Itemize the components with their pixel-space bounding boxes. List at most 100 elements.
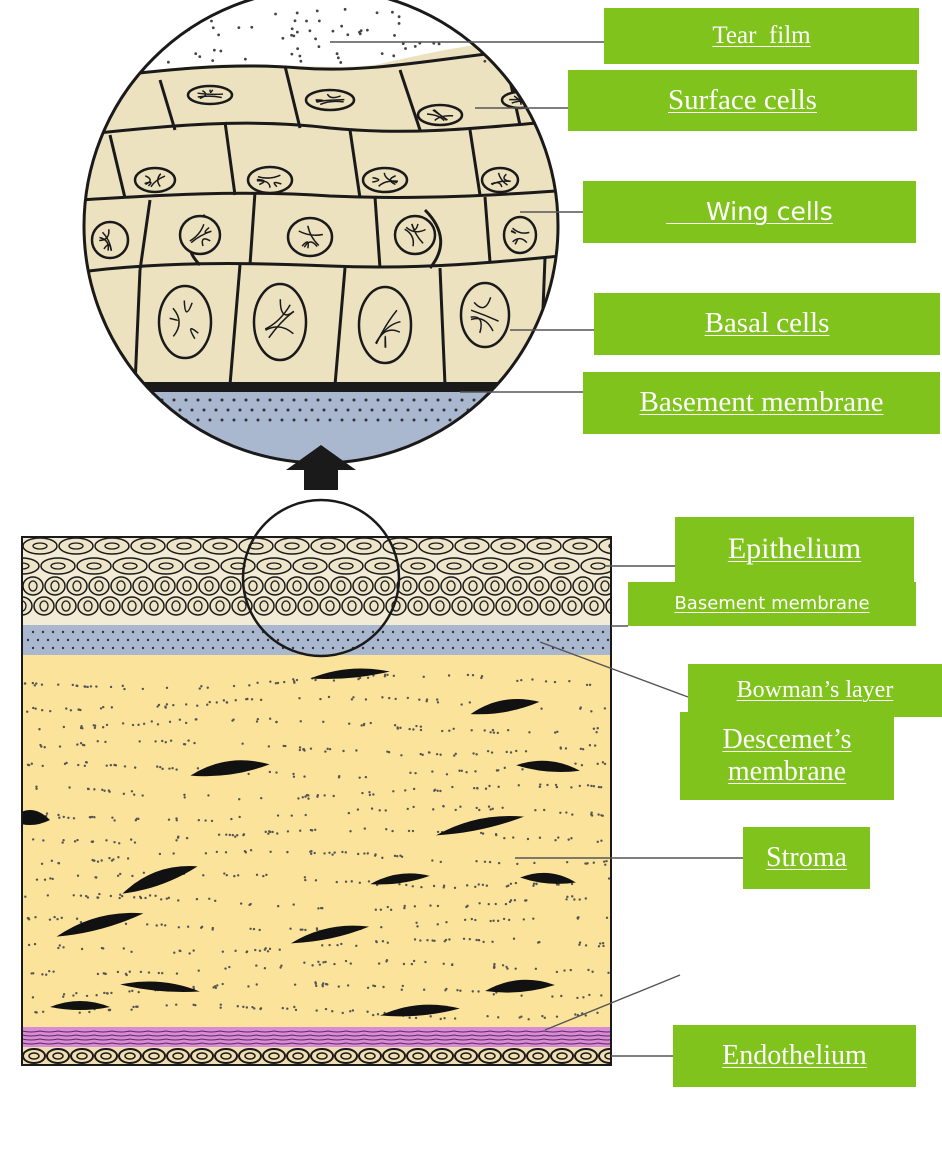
stroma-dot [246, 1006, 248, 1008]
endothelium-cell [551, 1049, 573, 1063]
epithelium-cell [455, 538, 489, 554]
stroma-dot [59, 745, 61, 747]
epithelium-cell [276, 597, 296, 615]
bowman-dot [419, 409, 422, 412]
label-descemets-line1: Descemet’s [722, 724, 851, 756]
stroma-dot [484, 729, 486, 731]
stroma-dot [103, 790, 105, 792]
stroma-dot [110, 992, 112, 994]
bowman-dot [527, 639, 529, 641]
bowman-dot [227, 639, 229, 641]
stroma-dot [328, 944, 330, 946]
stroma-dot [109, 1009, 111, 1011]
stroma-dot [408, 1016, 410, 1018]
stroma-dot [420, 729, 422, 731]
bowman-dot [112, 631, 114, 633]
stroma-dot [264, 949, 266, 951]
stroma-dot [352, 696, 354, 698]
label-basement-membrane-bottom[interactable]: Basement membrane [628, 582, 916, 626]
bowman-dot [82, 647, 84, 649]
stroma-dot [178, 949, 180, 951]
stroma-dot [463, 938, 465, 940]
stroma-dot [475, 753, 477, 755]
label-basement-membrane-bottom-text: Basement membrane [674, 594, 869, 615]
stroma-dot [143, 872, 145, 874]
stroma-dot [123, 793, 125, 795]
endothelium-cells [23, 1049, 621, 1063]
bowman-dot [395, 409, 398, 412]
tear-dot [376, 11, 379, 14]
stroma-dot [243, 833, 245, 835]
stroma-dot [491, 941, 493, 943]
stroma-dot [102, 706, 104, 708]
stroma-dot [104, 741, 106, 743]
label-wing-cells[interactable]: Wing cells [583, 181, 916, 243]
stroma-dot [154, 740, 156, 742]
label-basal-cells-text: Basal cells [705, 307, 830, 340]
bowman-dot [437, 419, 440, 422]
endothelium-cell [503, 1049, 525, 1063]
stroma-dot [101, 789, 103, 791]
bowman-dot [462, 631, 464, 633]
stroma-dot [563, 969, 565, 971]
stroma-dot [265, 831, 267, 833]
stroma-dot [159, 766, 161, 768]
stroma-dot [48, 970, 50, 972]
stroma-dot [433, 790, 435, 792]
tear-dot [316, 9, 319, 12]
stroma-dot [570, 837, 572, 839]
label-epithelium[interactable]: Epithelium [675, 517, 914, 582]
bowman-dot [42, 647, 44, 649]
stroma-dot [412, 885, 414, 887]
stroma-dot [497, 1016, 499, 1018]
stroma-dot [95, 994, 97, 996]
stroma-dot [122, 722, 124, 724]
stroma-dot [596, 763, 598, 765]
label-surface-cells[interactable]: Surface cells [568, 70, 917, 131]
bowman-dot [137, 639, 139, 641]
stroma-dot [433, 885, 435, 887]
stroma-dot [600, 994, 602, 996]
stroma-dot [76, 685, 78, 687]
label-bowmans-layer[interactable]: Bowman’s layer [688, 664, 942, 717]
bowman-layer [22, 625, 611, 655]
stroma-dot [256, 874, 258, 876]
stroma-dot [226, 701, 228, 703]
stroma-dot [184, 796, 186, 798]
bowman-dot [487, 639, 489, 641]
tear-dot [164, 7, 167, 10]
stroma-dot [269, 771, 271, 773]
bowman-dot [467, 639, 469, 641]
label-tear-film[interactable]: Tear film [604, 8, 919, 64]
epithelium-cell [364, 597, 384, 615]
stroma-dot [260, 797, 262, 799]
bowman-dot [92, 631, 94, 633]
bowman-dot [149, 419, 152, 422]
endothelium-cell [119, 1049, 141, 1063]
stroma-dot [289, 928, 291, 930]
stroma-dot [176, 972, 178, 974]
stroma-dot [315, 879, 317, 881]
stroma-dot [250, 849, 252, 851]
bowman-dot [371, 409, 374, 412]
label-basement-membrane-top[interactable]: Basement membrane [583, 372, 940, 434]
stroma-dot [342, 1012, 344, 1014]
label-basal-cells[interactable]: Basal cells [594, 293, 940, 355]
stroma-dot [491, 751, 493, 753]
stroma-dot [247, 773, 249, 775]
stroma-dot [566, 896, 568, 898]
stroma-dot [110, 764, 112, 766]
bowman-dot [101, 419, 104, 422]
stroma-dot [44, 878, 46, 880]
label-endothelium[interactable]: Endothelium [673, 1025, 916, 1087]
label-descemets-membrane[interactable]: Descemet’s membrane [680, 712, 894, 800]
bowman-dot [152, 631, 154, 633]
stroma-dot [341, 851, 343, 853]
bowman-dot [161, 419, 164, 422]
bowman-dot [387, 639, 389, 641]
label-bowmans-layer-text: Bowman’s layer [737, 677, 894, 705]
stroma-dot [413, 788, 415, 790]
bowman-dot [551, 409, 554, 412]
label-stroma[interactable]: Stroma [743, 827, 870, 889]
stroma-dot [256, 720, 258, 722]
